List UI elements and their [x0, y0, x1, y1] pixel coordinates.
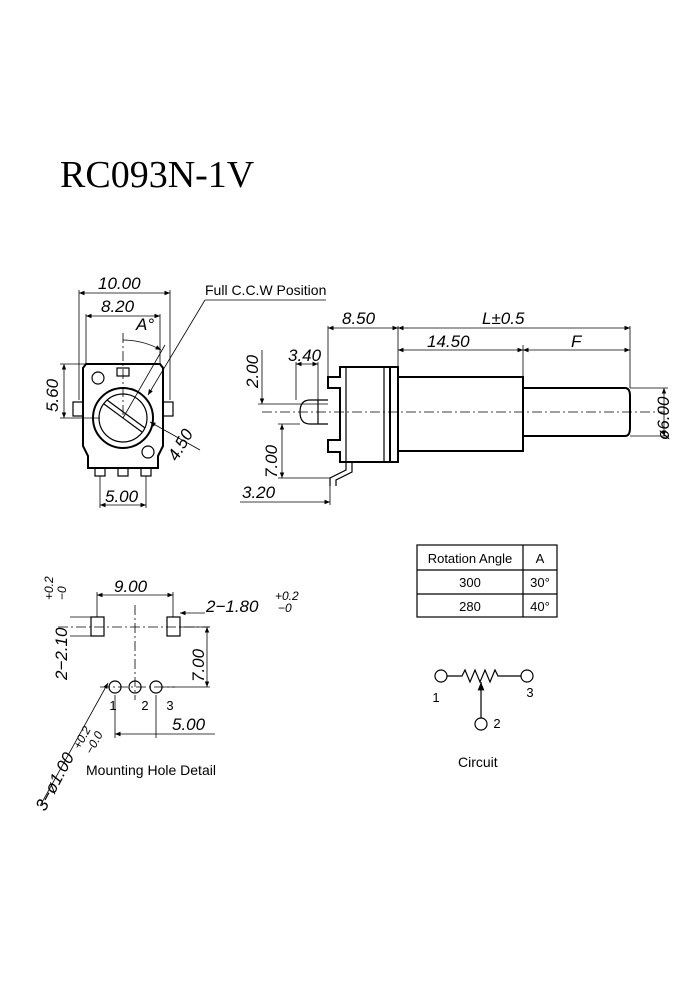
circuit-label: 3	[526, 685, 533, 700]
mounting-slot-height-tol-down: −0	[55, 586, 69, 600]
table-cell: 30°	[530, 575, 550, 590]
mounting-slot-width-tol-down: −0	[278, 601, 292, 615]
dim-length: L±0.5	[482, 309, 525, 328]
pin-3	[140, 467, 152, 477]
table-header-a: A	[536, 551, 545, 566]
bushing-flange	[389, 366, 399, 463]
circuit-diagram: 1 3 2 Circuit	[432, 668, 534, 770]
left-tab	[72, 401, 84, 417]
angle-label: A°	[135, 315, 154, 334]
right-tab	[162, 401, 174, 417]
ccw-callout: Full C.C.W Position	[205, 282, 326, 298]
circuit-label: 2	[493, 716, 500, 731]
side-detent	[299, 399, 328, 425]
terminal-3	[520, 669, 534, 683]
dim-height: 5.60	[43, 378, 62, 412]
side-housing	[327, 366, 391, 463]
dim-width-inner: 8.20	[101, 297, 135, 316]
dim-width-outer: 10.00	[98, 274, 141, 293]
table-header-rotation: Rotation Angle	[428, 551, 513, 566]
table-cell: 40°	[530, 599, 550, 614]
mounting-dim-hole: 3−ø1.00	[32, 749, 79, 814]
table-cell: 300	[459, 575, 481, 590]
terminal-1	[434, 669, 448, 683]
mounting-pin-label: 3	[166, 698, 173, 713]
shaft	[522, 387, 631, 437]
mounting-pin-label: 1	[109, 698, 116, 713]
mount-slot-right	[166, 616, 181, 637]
front-body-outline	[82, 363, 164, 469]
pin-2	[117, 467, 129, 477]
dim-body: 8.50	[342, 309, 376, 328]
dim-bushing: 14.50	[427, 332, 470, 351]
mount-hole-bottom-right	[141, 445, 155, 459]
mounting-dim-slot-width: 2−1.80	[205, 597, 259, 616]
circuit-caption: Circuit	[458, 754, 498, 770]
mounting-slot-height-tol-up: +0.2	[42, 576, 56, 600]
mount-slot-left	[90, 616, 105, 637]
dim-bottom: 3.20	[242, 483, 276, 502]
mounting-dim-span: 9.00	[114, 577, 148, 596]
mounting-dim-depth: 7.00	[189, 648, 208, 682]
terminal-2	[474, 717, 488, 731]
mounting-slot-width-tol-up: +0.2	[275, 589, 299, 603]
dim-top: 2.00	[243, 354, 262, 389]
mounting-pin-label: 2	[141, 698, 148, 713]
mount-hole-top-left	[91, 371, 105, 385]
table-cell: 280	[459, 599, 481, 614]
mounting-dim-pitch: 5.00	[172, 715, 206, 734]
dim-flat: F	[571, 332, 583, 351]
dim-diagonal: 4.50	[164, 425, 197, 464]
side-view: 8.50 L±0.5 14.50 F ø6.00 2.00 3.40 7.00	[240, 309, 673, 505]
circuit-label: 1	[432, 690, 439, 705]
mounting-caption: Mounting Hole Detail	[86, 762, 216, 778]
side-lead	[329, 462, 347, 486]
dim-diameter: ø6.00	[654, 396, 673, 440]
rotation-table: Rotation Angle A 300 30° 280 40°	[416, 544, 558, 618]
dim-pins: 5.00	[105, 487, 139, 506]
part-number-title: RC093N-1V	[60, 154, 255, 196]
dim-tab: 3.40	[288, 346, 322, 365]
mounting-hole-detail: 9.00 2−1.80 +0.2 −0 2−2.10 +0.2 −0 7.00 …	[32, 576, 299, 814]
dim-lead: 7.00	[262, 444, 281, 478]
resistor-symbol	[447, 668, 521, 684]
mounting-dim-slot-height: 2−2.10	[52, 627, 71, 681]
bushing-body	[397, 376, 524, 452]
pin-1	[94, 467, 106, 477]
front-view: 10.00 8.20 A° Full C.C.W Position 5.60 4…	[43, 274, 326, 508]
